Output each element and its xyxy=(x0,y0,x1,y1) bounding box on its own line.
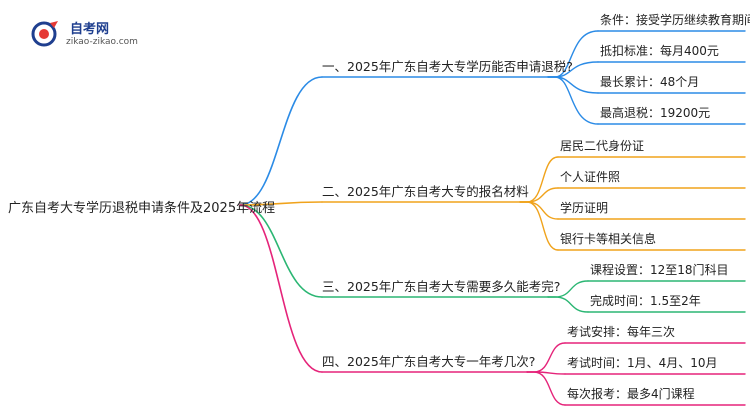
branch-3-curve xyxy=(239,204,323,298)
logo-title: 自考网 xyxy=(70,22,110,37)
branch-4-curve xyxy=(239,204,323,373)
site-logo: 自考网 zikao-zikao.com xyxy=(30,14,140,54)
connector-lines xyxy=(239,30,746,406)
branch-4-leaf-3: 每次报考：最多4门课程 xyxy=(567,387,695,401)
branch-2-leaf-3: 学历证明 xyxy=(560,201,609,215)
branch-1-leaf-1: 条件：接受学历继续教育期间 xyxy=(600,13,750,27)
branch-1-title: 一、2025年广东自考大专学历能否申请退税? xyxy=(322,59,573,74)
branch-2-leaf-1: 居民二代身份证 xyxy=(560,139,645,153)
branch-1-leaf-3-curve xyxy=(547,76,599,94)
branch-3-leaf-2-curve xyxy=(547,296,589,313)
branch-4-leaf-3-curve xyxy=(526,371,566,406)
root-topic: 广东自考大专学历退税申请条件及2025年流程 xyxy=(8,201,276,216)
logo-url: zikao-zikao.com xyxy=(66,37,138,47)
branch-1-leaf-3: 最长累计：48个月 xyxy=(600,75,700,89)
branch-1-leaf-2: 抵扣标准：每月400元 xyxy=(600,44,719,58)
branch-2-leaf-4-curve xyxy=(519,201,559,251)
branch-2-leaf-2: 个人证件照 xyxy=(560,170,621,184)
branch-2-leaf-4: 银行卡等相关信息 xyxy=(560,232,657,246)
branch-1-leaf-4-curve xyxy=(547,76,599,125)
branch-3-title: 三、2025年广东自考大专需要多久能考完? xyxy=(322,279,561,294)
branch-3-leaf-1: 课程设置：12至18门科目 xyxy=(590,263,729,277)
branch-4-leaf-2: 考试时间：1月、4月、10月 xyxy=(567,356,718,370)
branch-4-title: 四、2025年广东自考大专一年考几次? xyxy=(322,354,536,369)
branch-1-curve xyxy=(239,76,323,206)
branch-1-leaf-4: 最高退税：19200元 xyxy=(600,106,711,120)
branch-3-leaf-2: 完成时间：1.5至2年 xyxy=(590,294,701,308)
branch-2-title: 二、2025年广东自考大专的报名材料 xyxy=(322,184,529,199)
branch-4-leaf-1: 考试安排：每年三次 xyxy=(567,325,676,339)
branch-2-leaf-3-curve xyxy=(519,201,559,220)
logo-mark-icon xyxy=(31,21,58,47)
branch-2-curve xyxy=(239,201,323,206)
